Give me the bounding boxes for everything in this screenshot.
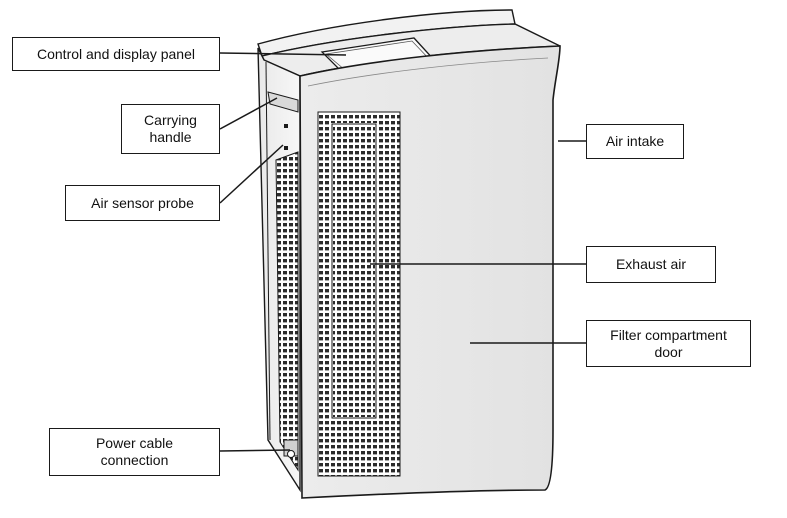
callout-air-sensor-probe-text: Air sensor probe — [91, 194, 194, 211]
callout-carrying-handle-line2: handle — [149, 129, 192, 145]
leader-power-cable — [219, 449, 291, 452]
callout-power-cable: Power cable connection — [49, 428, 220, 476]
callout-exhaust-air-text: Exhaust air — [615, 256, 687, 272]
callout-air-sensor-probe: Air sensor probe — [65, 185, 220, 221]
callout-filter-door-line2: door — [654, 343, 683, 360]
callout-control-panel-text: Control and display panel — [37, 45, 195, 62]
callout-power-cable-line1: Power cable — [95, 435, 174, 451]
callout-power-cable-line2: connection — [100, 452, 169, 468]
callout-filter-door: Filter compartment door — [586, 320, 751, 367]
callout-air-intake: Air intake — [586, 124, 684, 159]
exhaust-grille — [317, 111, 401, 477]
callout-filter-door-line1: Filter compartment — [610, 326, 727, 343]
leader-control-panel — [219, 52, 347, 56]
callout-control-panel: Control and display panel — [12, 37, 220, 71]
leader-carrying-handle — [219, 97, 278, 130]
side-panel — [257, 47, 301, 493]
callout-carrying-handle-line1: Carrying — [144, 112, 197, 128]
callout-exhaust-air: Exhaust air — [586, 246, 716, 283]
callout-air-intake-text: Air intake — [605, 133, 665, 149]
callout-carrying-handle: Carrying handle — [121, 104, 220, 154]
leader-lines — [219, 52, 586, 452]
leader-air-sensor — [219, 144, 284, 204]
